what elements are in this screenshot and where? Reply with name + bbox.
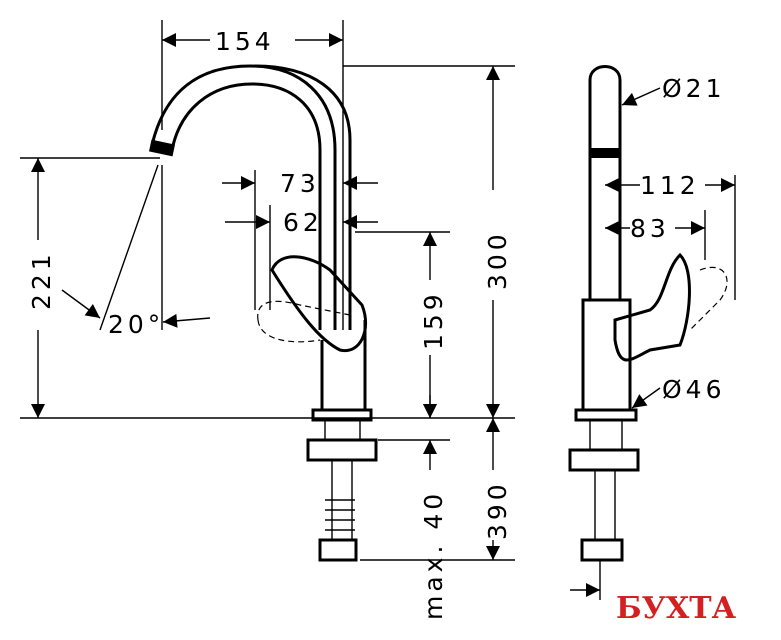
front-view: 154 73 62 300 221 20° 159 max. 40 3 [20, 20, 515, 620]
handle-alt-position [257, 300, 351, 343]
dim-300: 300 [483, 230, 512, 290]
shank [324, 420, 361, 540]
side-mounting-nut [568, 448, 640, 472]
side-handle [613, 252, 691, 362]
aerator [149, 139, 175, 157]
side-handle-alt [689, 266, 728, 331]
watermark-logo: БУХТА [616, 591, 737, 626]
dim-diameter-46: Ø46 [662, 375, 726, 404]
mounting-nut [306, 438, 378, 462]
body [320, 320, 367, 410]
dim-20-degrees: 20° [108, 310, 164, 339]
side-base-ring [574, 408, 638, 422]
spout-front [170, 82, 322, 330]
dim-221: 221 [27, 250, 56, 310]
spout-outer [150, 64, 337, 330]
dim-62: 62 [283, 208, 323, 237]
dim-max-40: max. 40 [419, 490, 448, 620]
hose-braid [325, 499, 355, 531]
spout-back [254, 64, 352, 330]
dim-diameter-21: Ø21 [662, 74, 726, 103]
handle-lever [270, 255, 368, 353]
dim-390: 390 [483, 480, 512, 540]
dim-73: 73 [280, 169, 320, 198]
dim-83: 83 [630, 214, 670, 243]
side-spout [588, 65, 622, 300]
side-shank [589, 420, 623, 540]
hose-connector [318, 538, 358, 562]
base-ring [311, 408, 373, 422]
side-view: Ø21 112 83 Ø46 [568, 65, 736, 600]
side-hose-connector [580, 538, 624, 562]
dim-112: 112 [640, 171, 700, 200]
dim-154: 154 [215, 27, 275, 56]
side-aerator [590, 148, 620, 158]
dim-159: 159 [419, 290, 448, 350]
